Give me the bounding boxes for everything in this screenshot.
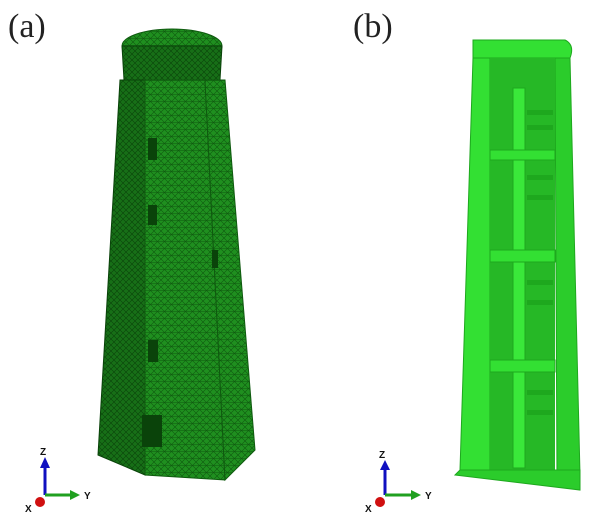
tower-cap-rim: [121, 45, 223, 81]
door-opening: [142, 415, 162, 447]
axis-z-label: Z: [40, 447, 46, 458]
axis-z-label-b: Z: [379, 450, 385, 461]
section-tower-view: Z Y X: [365, 39, 581, 515]
axis-triad-a: Z Y X: [25, 447, 91, 515]
meshed-tower-view: Z Y X: [25, 28, 256, 515]
axis-x-label-b: X: [365, 504, 372, 515]
panel-label-a: (a): [8, 8, 46, 45]
section-shell-right: [554, 57, 581, 481]
section-top-cap: [472, 39, 573, 59]
axis-x-label: X: [25, 504, 32, 515]
section-shell-left: [459, 57, 491, 471]
panel-a: (a): [8, 8, 256, 515]
axis-triad-b: Z Y X: [365, 450, 432, 515]
window-2: [148, 205, 157, 225]
section-floor-2: [489, 249, 556, 263]
panel-b: (b) Z Y X: [295, 0, 590, 515]
window-1: [148, 138, 157, 160]
panel-label-b: (b): [353, 8, 393, 45]
tower-right-face: [204, 79, 256, 482]
axis-y-label: Y: [84, 491, 91, 502]
section-stairs: [527, 110, 553, 415]
side-window: [212, 250, 218, 268]
tower-left-face: [97, 79, 146, 476]
window-3: [148, 340, 158, 362]
section-central-column: [512, 87, 526, 469]
axis-y-label-b: Y: [425, 491, 432, 502]
section-base: [453, 469, 581, 491]
section-floor-1: [489, 149, 556, 161]
section-floor-3: [489, 359, 556, 373]
